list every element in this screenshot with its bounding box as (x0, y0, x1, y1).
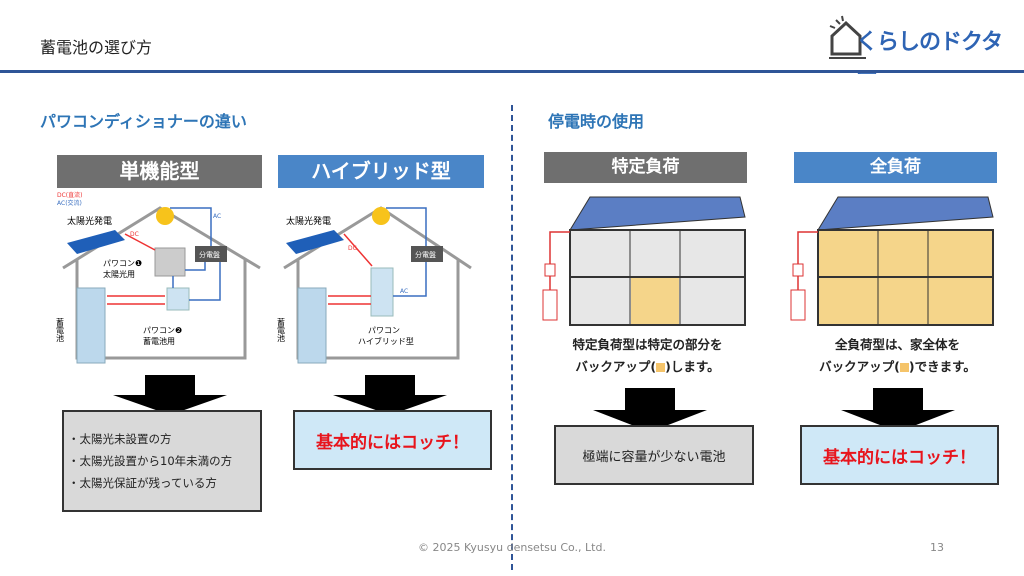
solar-label: 太陽光発電 (286, 215, 331, 227)
panel-label: 分電盤 (415, 250, 436, 259)
list-item: ・太陽光保証が残っている方 (68, 476, 217, 490)
full-load-result: 基本的にはコッチ！ (800, 425, 999, 485)
pcs2-icon (166, 287, 190, 311)
section-heading-outage: 停電時の使用 (548, 112, 645, 131)
logo-text: くらしのドクター (856, 30, 1003, 87)
specific-load-house-image (542, 196, 746, 326)
pcs-sub-label: ハイブリッド型 (358, 336, 414, 346)
pcs1-label: パワコン❶ (103, 259, 142, 268)
dc-arrows (107, 233, 165, 305)
copyright: © 2025 Kyusyu densetsu Co., Ltd. (418, 541, 606, 554)
caption-line: 全負荷型は、家全体を (834, 337, 960, 352)
distribution-panel-icon (195, 246, 227, 262)
highlight-swatch (899, 363, 909, 372)
specific-load-result: 極端に容量が少ない電池 (554, 425, 754, 485)
pcs1-sub-label: 太陽光用 (103, 269, 135, 279)
result-text: 基本的にはコッチ！ (823, 447, 976, 468)
dc-arrows (328, 233, 373, 305)
ac-label: AC (400, 288, 408, 295)
caption-line: 特定負荷型は特定の部分を (572, 337, 723, 352)
distribution-panel-icon (411, 246, 443, 262)
solar-panel-icon (67, 230, 125, 254)
caption-line: バックアップ( )できます。 (780, 356, 1015, 378)
list-item: ・太陽光未設置の方 (68, 432, 172, 446)
single-type-diagram: DC(直流) AC(交流) 太陽光発電 パワコン❶ 太陽光用 分電盤 パワコン❷… (56, 191, 261, 364)
caption-text: )できます。 (908, 359, 976, 374)
hybrid-type-result: 基本的にはコッチ！ (293, 410, 492, 470)
pcs2-label: パワコン❷ (143, 326, 182, 335)
battery-icon (76, 287, 106, 364)
logo: くらしのドクター (826, 14, 1011, 87)
ac-arrows (386, 207, 427, 297)
highlight-swatch (656, 363, 666, 372)
hybrid-type-diagram: 太陽光発電 パワコン ハイブリッド型 分電盤 蓄電池 DC AC (277, 206, 472, 364)
caption-text: バックアップ( (575, 359, 657, 374)
caption-text: )します。 (665, 359, 720, 374)
hybrid-type-header: ハイブリッド型 (278, 155, 484, 188)
battery-icon (297, 287, 327, 364)
down-arrow-icon (113, 375, 227, 415)
result-text: 基本的にはコッチ！ (316, 432, 469, 453)
pcs1-icon (154, 247, 186, 277)
full-load-header: 全負荷 (794, 152, 997, 183)
section-heading-pcs: パワコンディショナーの違い (40, 112, 247, 131)
page-number: 13 (930, 541, 944, 554)
specific-load-caption: 特定負荷型は特定の部分を バックアップ( )します。 (530, 334, 765, 378)
panel-label: 分電盤 (199, 250, 220, 259)
list-item: ・太陽光設置から10年未満の方 (68, 454, 233, 468)
header-rule (0, 70, 1024, 73)
legend-dc: DC(直流) (57, 191, 83, 199)
pcs-label: パワコン (368, 326, 400, 335)
single-type-header: 単機能型 (57, 155, 262, 188)
battery-label: 蓄電池 (277, 317, 286, 342)
legend-ac: AC(交流) (57, 199, 82, 207)
dc-label: DC (130, 231, 139, 238)
single-type-result: ・太陽光未設置の方 ・太陽光設置から10年未満の方 ・太陽光保証が残っている方 (62, 410, 262, 512)
down-arrow-icon (333, 375, 447, 415)
section-divider (511, 105, 513, 570)
light-bulb-icon (372, 207, 390, 225)
page-title: 蓄電池の選び方 (40, 38, 153, 57)
light-bulb-icon (156, 207, 174, 225)
house-logo-icon (829, 15, 866, 59)
caption-line: バックアップ( )します。 (530, 356, 765, 378)
caption-text: バックアップ( (819, 359, 900, 374)
specific-load-header: 特定負荷 (544, 152, 747, 183)
pcs2-sub-label: 蓄電池用 (143, 336, 175, 346)
ac-arrows (170, 207, 221, 301)
full-load-caption: 全負荷型は、家全体を バックアップ( )できます。 (780, 334, 1015, 378)
ac-label: AC (213, 213, 221, 220)
solar-label: 太陽光発電 (67, 215, 112, 227)
result-text: 極端に容量が少ない電池 (582, 449, 726, 465)
full-load-house-image (790, 196, 994, 326)
dc-label: DC (348, 245, 357, 252)
battery-label: 蓄電池 (56, 317, 65, 342)
hybrid-pcs-icon (370, 267, 394, 317)
solar-panel-icon (286, 230, 344, 254)
